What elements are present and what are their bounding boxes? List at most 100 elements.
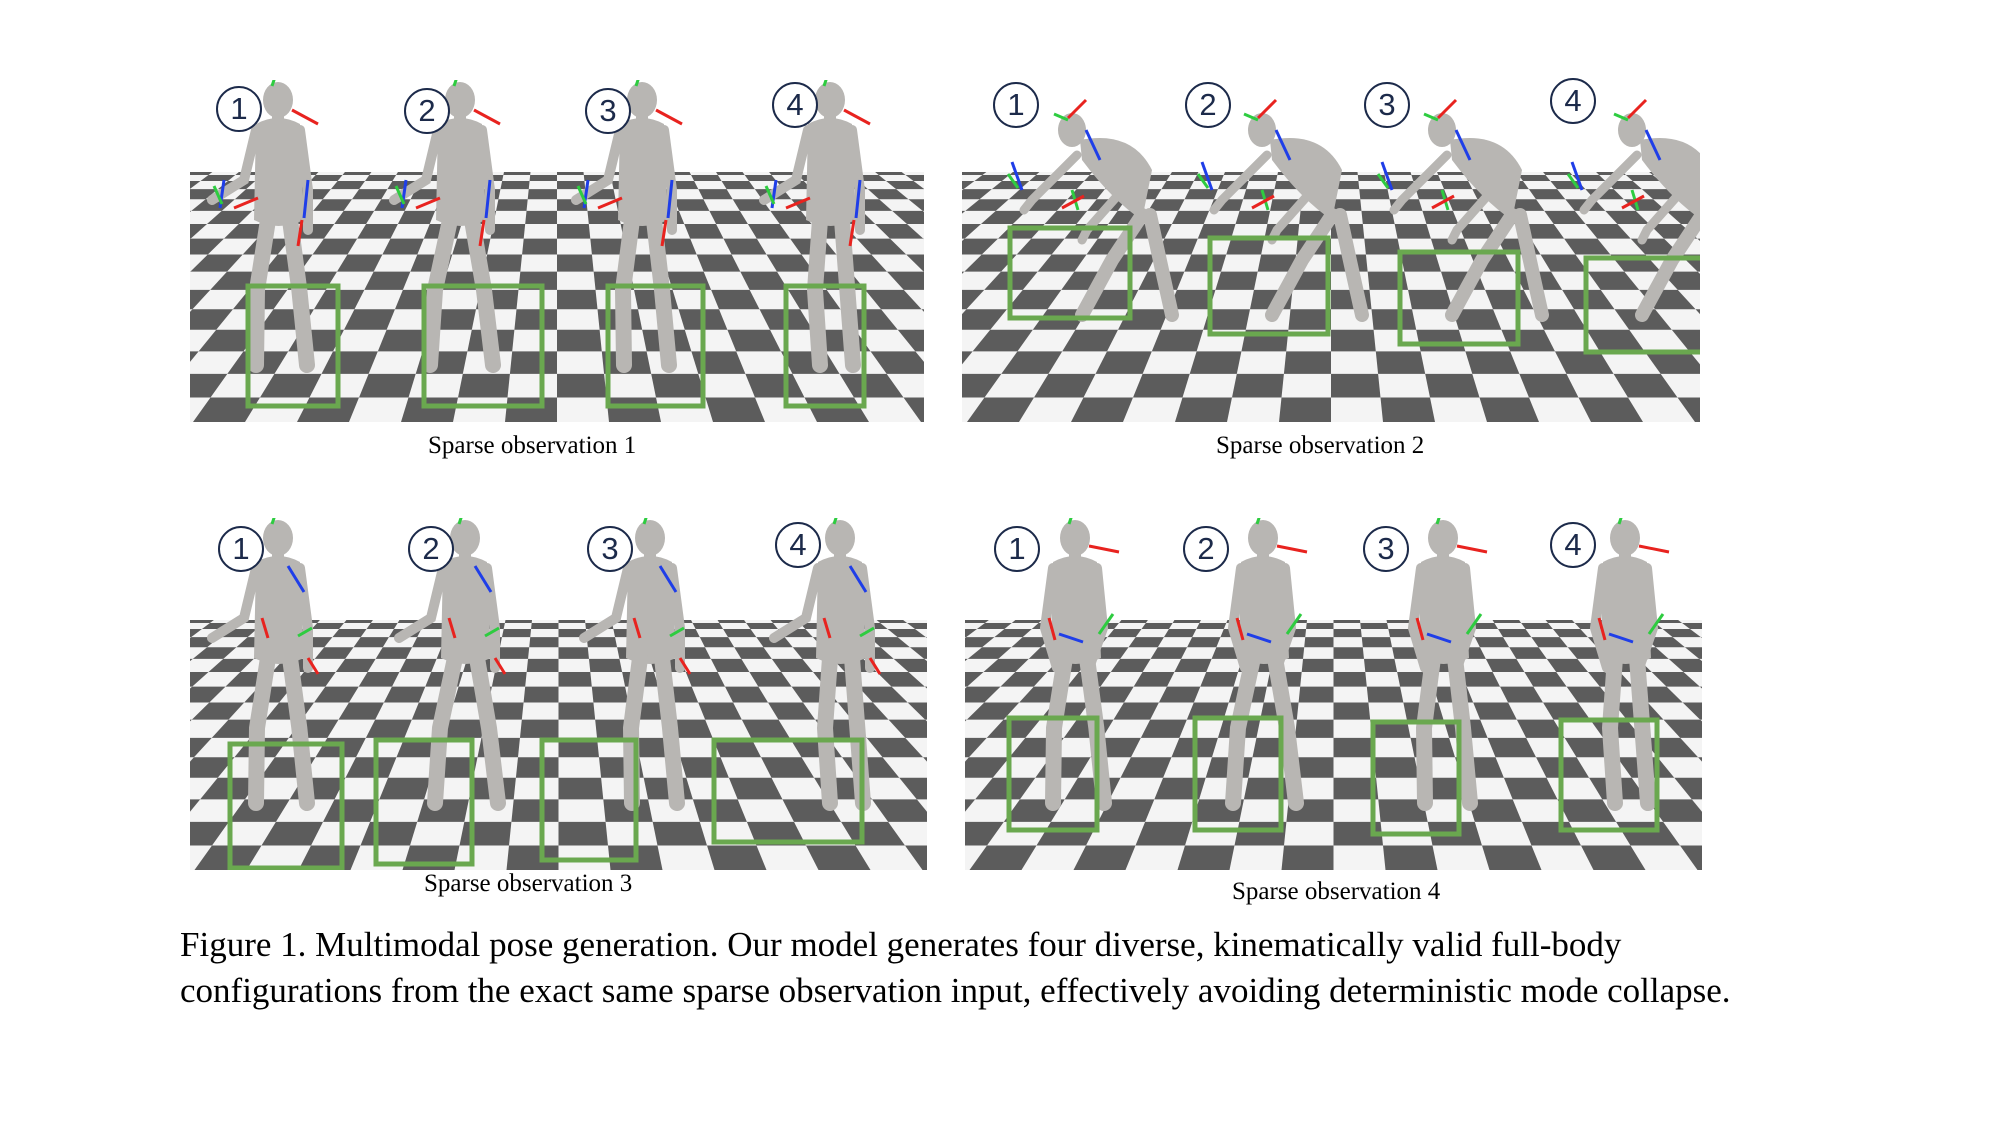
- checker-tile: [1158, 686, 1201, 703]
- checker-tile: [897, 329, 924, 352]
- checker-tile: [323, 799, 380, 822]
- checker-tile: [558, 737, 600, 758]
- leg-highlight-box: [711, 737, 865, 845]
- human-mesh-figure: [207, 518, 320, 811]
- checkerboard-scene: [962, 98, 1700, 422]
- checker-tile: [976, 622, 1012, 629]
- checker-tile: [907, 622, 927, 629]
- checker-tile: [200, 174, 236, 181]
- checker-tile: [744, 174, 777, 181]
- human-mesh-figure: [1376, 98, 1549, 322]
- figure-leg: [1629, 650, 1656, 811]
- checker-tile: [1110, 658, 1151, 673]
- checker-tile: [1587, 271, 1640, 290]
- checker-tile: [1140, 719, 1187, 738]
- checker-tile: [1226, 238, 1265, 255]
- figure-leg: [1045, 650, 1073, 811]
- checker-tile: [1333, 702, 1371, 720]
- checker-tile: [190, 628, 202, 638]
- axis-marker-x: [868, 657, 882, 675]
- checker-tile: [1215, 271, 1258, 290]
- checker-tile: [525, 210, 557, 225]
- checker-tile: [1133, 373, 1190, 398]
- checker-tile: [1578, 397, 1643, 422]
- checker-tile: [1518, 174, 1551, 181]
- checker-tile: [1474, 637, 1510, 648]
- checker-tile: [668, 719, 713, 738]
- checker-tile: [925, 637, 927, 639]
- checker-tile: [1170, 172, 1199, 175]
- figure-leg: [427, 650, 463, 811]
- checker-tile: [353, 637, 389, 648]
- figure-leg: [1225, 650, 1261, 811]
- human-mesh-figure: [1039, 518, 1120, 811]
- checker-tile: [1359, 189, 1390, 200]
- checker-tile: [725, 686, 769, 703]
- checker-tile: [557, 373, 607, 398]
- checker-tile: [260, 373, 322, 398]
- checker-tile: [1662, 628, 1701, 638]
- checker-tile: [412, 637, 446, 648]
- checker-tile: [1375, 351, 1426, 374]
- axis-marker-x: [678, 657, 692, 675]
- checker-tile: [1544, 210, 1586, 225]
- checker-tile: [965, 719, 967, 722]
- figure-head: [627, 82, 657, 118]
- panel-sparse-observation-4: [965, 518, 1702, 870]
- figure-arm: [1589, 563, 1612, 673]
- checker-tile: [692, 622, 724, 629]
- axis-marker-x: [1061, 194, 1085, 210]
- checker-tile: [208, 658, 254, 673]
- sample-number-badge: 4: [1550, 522, 1596, 568]
- checker-tile: [716, 172, 745, 175]
- checker-tile: [899, 777, 927, 800]
- checker-tile: [1382, 845, 1438, 870]
- checker-tile: [1503, 777, 1558, 800]
- checker-tile: [1384, 172, 1412, 175]
- checker-tile: [558, 672, 592, 687]
- checker-tile: [1519, 373, 1579, 398]
- checker-tile: [1151, 329, 1204, 352]
- checker-tile: [1243, 189, 1275, 200]
- figure-neck: [834, 552, 846, 564]
- checker-tile: [1168, 289, 1216, 310]
- figure-leg: [248, 212, 276, 373]
- leg-highlight-box: [1370, 719, 1462, 837]
- figure-head: [1428, 113, 1456, 147]
- checker-tile: [1279, 397, 1331, 422]
- checker-tile: [903, 397, 924, 422]
- sample-number-badge: 2: [1183, 526, 1229, 572]
- checker-tile: [1460, 672, 1501, 687]
- checker-tile: [1528, 189, 1566, 200]
- axis-marker-y: [1243, 112, 1259, 122]
- checker-tile: [887, 628, 926, 638]
- figure-head: [445, 82, 475, 118]
- leg-highlight-box: [1207, 235, 1331, 337]
- checker-tile: [1485, 658, 1525, 673]
- checker-tile: [1521, 224, 1565, 239]
- checker-tile: [904, 845, 927, 870]
- figure-leg: [614, 212, 640, 373]
- axis-marker-y: [764, 185, 776, 205]
- leg-highlight-box: [245, 283, 341, 409]
- checker-tile: [1663, 719, 1702, 738]
- checker-tile: [190, 289, 211, 310]
- axis-marker-y: [642, 518, 648, 525]
- checker-tile: [522, 238, 557, 255]
- checker-tile: [501, 628, 532, 638]
- checker-tile: [1333, 620, 1361, 623]
- panel-caption: Sparse observation 3: [424, 870, 633, 897]
- checker-tile: [500, 180, 530, 190]
- checker-tile: [711, 289, 760, 310]
- checker-tile: [1651, 672, 1700, 687]
- checker-tile: [1333, 628, 1362, 638]
- figure-arm: [769, 563, 823, 643]
- human-mesh-figure: [389, 80, 501, 373]
- checker-tile: [557, 254, 594, 272]
- figure-arm: [1447, 180, 1502, 245]
- checker-tile: [1174, 658, 1212, 673]
- checker-tile: [761, 757, 815, 778]
- checker-tile: [727, 329, 781, 352]
- axis-marker-x: [493, 657, 507, 675]
- axis-marker-x: [1256, 98, 1278, 120]
